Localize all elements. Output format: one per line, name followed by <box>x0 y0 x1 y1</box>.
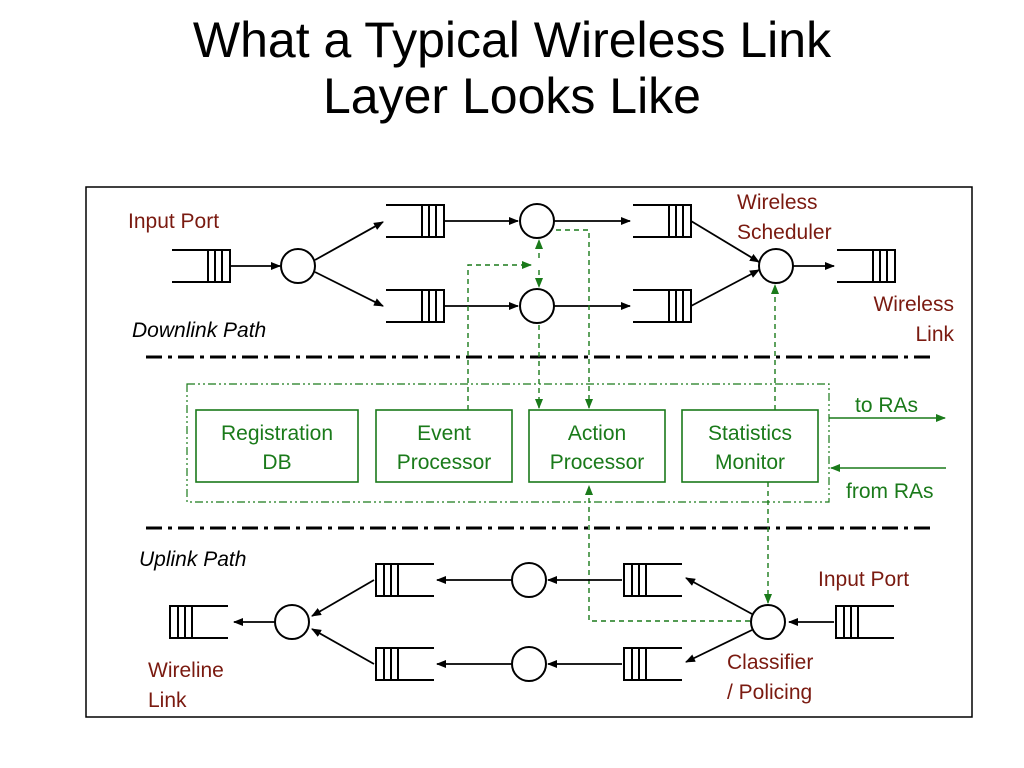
queue-icon <box>172 249 231 283</box>
server-circle <box>519 288 555 324</box>
queue-icon <box>835 605 894 639</box>
server-circle <box>274 604 310 640</box>
queue-icon <box>169 605 228 639</box>
diagram-frame <box>85 186 973 718</box>
registration-db-block <box>195 409 359 483</box>
queue-icon <box>837 249 896 283</box>
classifier-label: / Policing <box>727 681 812 704</box>
downlink-path-label: Downlink Path <box>132 319 266 342</box>
uplink-section: Uplink Path <box>139 548 909 712</box>
event-processor-block <box>375 409 513 483</box>
control-plane: Registration DB Event Processor Action P… <box>186 229 946 622</box>
action-processor-block <box>528 409 666 483</box>
queue-icon <box>386 289 445 323</box>
control-plane-boundary <box>186 383 830 503</box>
block-label: Event <box>417 422 471 445</box>
classifier-circle <box>750 604 786 640</box>
server-circle <box>519 203 555 239</box>
wireless-scheduler-label: Wireless <box>737 191 818 214</box>
block-label: Registration <box>221 422 333 445</box>
queue-icon <box>386 204 445 238</box>
queue-icon <box>633 289 692 323</box>
title-line-2: Layer Looks Like <box>322 68 701 124</box>
queue-icon <box>623 647 682 681</box>
classifier-label: Classifier <box>727 651 813 674</box>
block-label: Action <box>568 422 626 445</box>
server-circle <box>511 562 547 598</box>
from-ras-label: from RAs <box>846 480 934 503</box>
wireline-link-label: Wireline <box>148 659 224 682</box>
wireline-link-label: Link <box>148 689 187 712</box>
slide-title: What a Typical Wireless Link Layer Looks… <box>0 12 1024 124</box>
queue-icon <box>375 563 434 597</box>
input-port-label: Input Port <box>818 568 909 591</box>
wireless-scheduler-label: Scheduler <box>737 221 832 244</box>
block-label: Processor <box>397 451 492 474</box>
block-label: Monitor <box>715 451 785 474</box>
server-circle <box>511 646 547 682</box>
statistics-monitor-block <box>681 409 819 483</box>
uplink-path-label: Uplink Path <box>139 548 246 571</box>
queue-icon <box>633 204 692 238</box>
wireless-link-label: Wireless <box>873 293 954 316</box>
input-port-label: Input Port <box>128 210 219 233</box>
queue-icon <box>375 647 434 681</box>
title-line-1: What a Typical Wireless Link <box>192 12 832 68</box>
wireless-scheduler-circle <box>758 248 794 284</box>
downlink-section: Input Port Downlink Path Wireless Schedu… <box>128 191 954 346</box>
server-circle <box>280 248 316 284</box>
block-label: DB <box>262 451 291 474</box>
queue-icon <box>623 563 682 597</box>
to-ras-label: to RAs <box>855 394 918 417</box>
wireless-link-label: Link <box>915 323 954 346</box>
block-label: Statistics <box>708 422 792 445</box>
block-label: Processor <box>550 451 645 474</box>
